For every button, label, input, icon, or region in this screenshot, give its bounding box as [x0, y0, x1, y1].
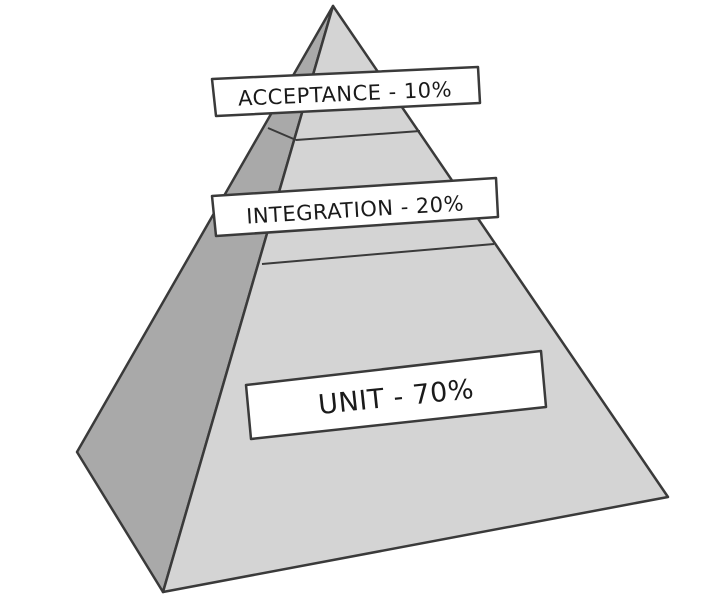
label-box-unit: [244, 349, 548, 441]
tier-label-acceptance: ACCEPTANCE - 10%: [210, 65, 482, 118]
divider-top-front: [295, 130, 421, 141]
label-box-integration: [210, 176, 500, 238]
pyramid-front-face: [161, 4, 670, 594]
label-box-acceptance: [210, 65, 482, 118]
tier-label-integration: INTEGRATION - 20%: [210, 176, 500, 238]
tier-label-unit: UNIT - 70%: [244, 349, 548, 441]
tier-dividers: [261, 127, 495, 265]
divider-top-side: [267, 127, 297, 141]
divider-bottom-front: [261, 243, 495, 265]
